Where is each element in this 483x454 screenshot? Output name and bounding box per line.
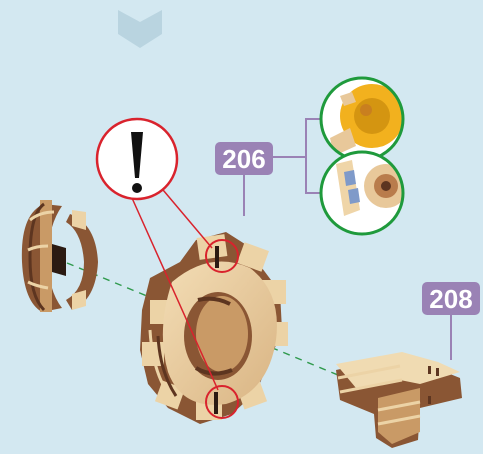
gear-detail-icon bbox=[321, 152, 408, 234]
part-number-206: 206 bbox=[222, 144, 265, 174]
split-disc-part bbox=[22, 200, 98, 312]
part-number-208: 208 bbox=[429, 284, 472, 314]
gear-detail-icon bbox=[321, 78, 404, 160]
chevron-down-icon bbox=[118, 10, 162, 48]
cross-piece-part bbox=[336, 352, 462, 448]
gear-part bbox=[140, 232, 288, 424]
part-label-208: 208 bbox=[422, 282, 480, 360]
part-label-206: 206 bbox=[215, 119, 320, 216]
